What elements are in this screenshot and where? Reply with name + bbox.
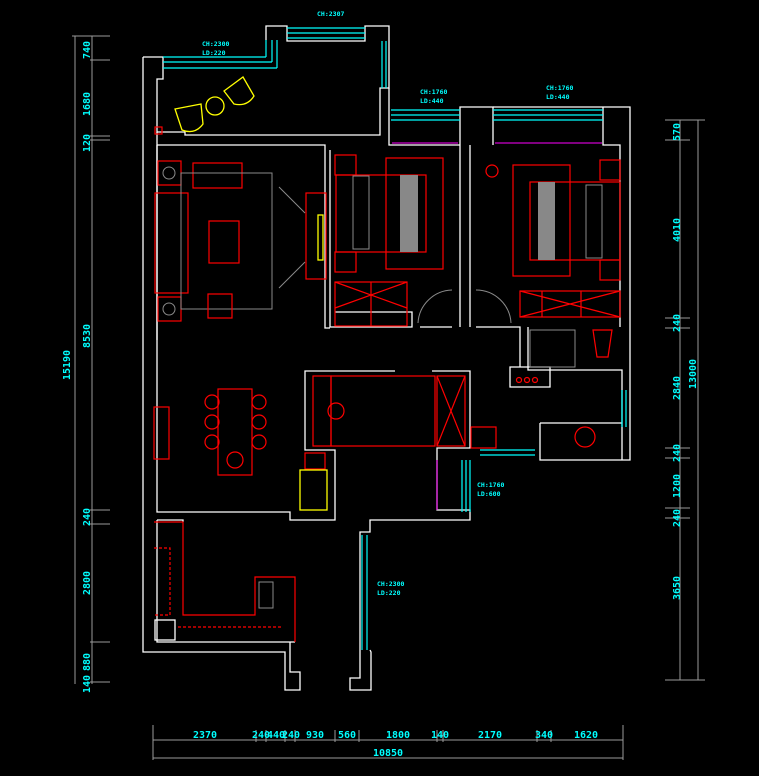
bathroom-and-utility (312, 329, 613, 449)
window-label-ch: CH:1760 (477, 481, 504, 489)
window-label-ch: CH:1760 (546, 84, 573, 92)
dim-bottom-0: 2370 (193, 730, 217, 741)
bedroom-1-furniture (334, 154, 512, 327)
dim-right-7: 3650 (672, 576, 683, 600)
dim-bottom-3: 240 (282, 730, 300, 741)
dim-right-2: 240 (672, 314, 683, 332)
dim-bottom-4: 930 (306, 730, 324, 741)
dim-bottom-10: 1620 (574, 730, 598, 741)
dim-right-0: 570 (672, 123, 683, 141)
dim-left-1: 1680 (82, 92, 93, 116)
dim-right-1: 4010 (672, 218, 683, 242)
dim-left-total: 15190 (62, 350, 73, 380)
dim-bottom-7: 140 (431, 730, 449, 741)
window-label-ch: CH:2300 (377, 580, 404, 588)
dim-bottom-9: 340 (535, 730, 553, 741)
dim-bottom-2: 440 (267, 730, 285, 741)
window-label-ld: LD:220 (202, 49, 226, 57)
dining-furniture (153, 388, 328, 511)
dim-left-0: 740 (82, 41, 93, 59)
dim-bottom-5: 560 (338, 730, 356, 741)
window-label-ld: LD:440 (546, 93, 570, 101)
dim-bottom-1: 240 (252, 730, 270, 741)
dim-left-4: 240 (82, 508, 93, 526)
window-label-ch: CH:2307 (317, 10, 344, 18)
window-label-ch: CH:1760 (420, 88, 447, 96)
dim-left-6: 880 (82, 653, 93, 671)
dim-bottom-total: 10850 (373, 748, 403, 759)
window-label-ch: CH:2300 (202, 40, 229, 48)
left-dimension-labels: 15190 740 1680 120 8530 240 2800 880 140 (62, 41, 93, 693)
kitchen-furniture (154, 521, 296, 642)
window-label-ld: LD:600 (477, 490, 501, 498)
bedroom-2-furniture (485, 159, 621, 318)
right-dimension-labels: 13000 570 4010 240 2840 240 1200 240 365… (672, 123, 699, 600)
dim-bottom-8: 2170 (478, 730, 502, 741)
dim-right-6: 240 (672, 509, 683, 527)
dim-left-2: 120 (82, 134, 93, 152)
dim-left-3: 8530 (82, 324, 93, 348)
window-labels: CH:2307 CH:2300 LD:220 CH:1760 LD:440 CH… (202, 10, 573, 597)
dim-right-5: 1200 (672, 474, 683, 498)
dimension-lines (72, 35, 705, 760)
windows (163, 27, 627, 650)
dim-left-7: 140 (82, 675, 93, 693)
window-label-ld: LD:220 (377, 589, 401, 597)
exterior-walls (142, 25, 631, 691)
dim-right-4: 240 (672, 444, 683, 462)
bottom-dimension-labels: 10850 2370 240 440 240 930 560 1800 140 … (193, 730, 598, 759)
dim-right-total: 13000 (688, 359, 699, 389)
window-label-ld: LD:440 (420, 97, 444, 105)
living-room-furniture (154, 160, 327, 322)
dim-right-3: 2840 (672, 376, 683, 400)
balcony-chairs (154, 76, 255, 135)
dim-left-5: 2800 (82, 571, 93, 595)
dim-bottom-6: 1800 (386, 730, 410, 741)
